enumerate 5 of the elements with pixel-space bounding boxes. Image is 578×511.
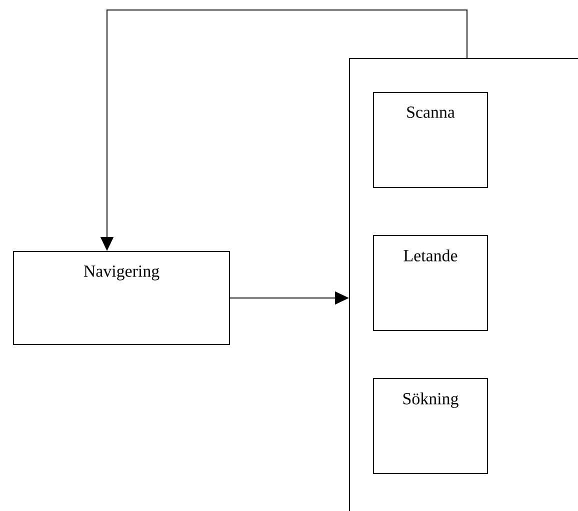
container-box: [349, 58, 578, 511]
process-box: Sökning: [373, 378, 488, 474]
process-box: Navigering: [13, 250, 230, 345]
process-box: Scanna: [373, 92, 488, 188]
process-box: Letande: [373, 234, 488, 331]
